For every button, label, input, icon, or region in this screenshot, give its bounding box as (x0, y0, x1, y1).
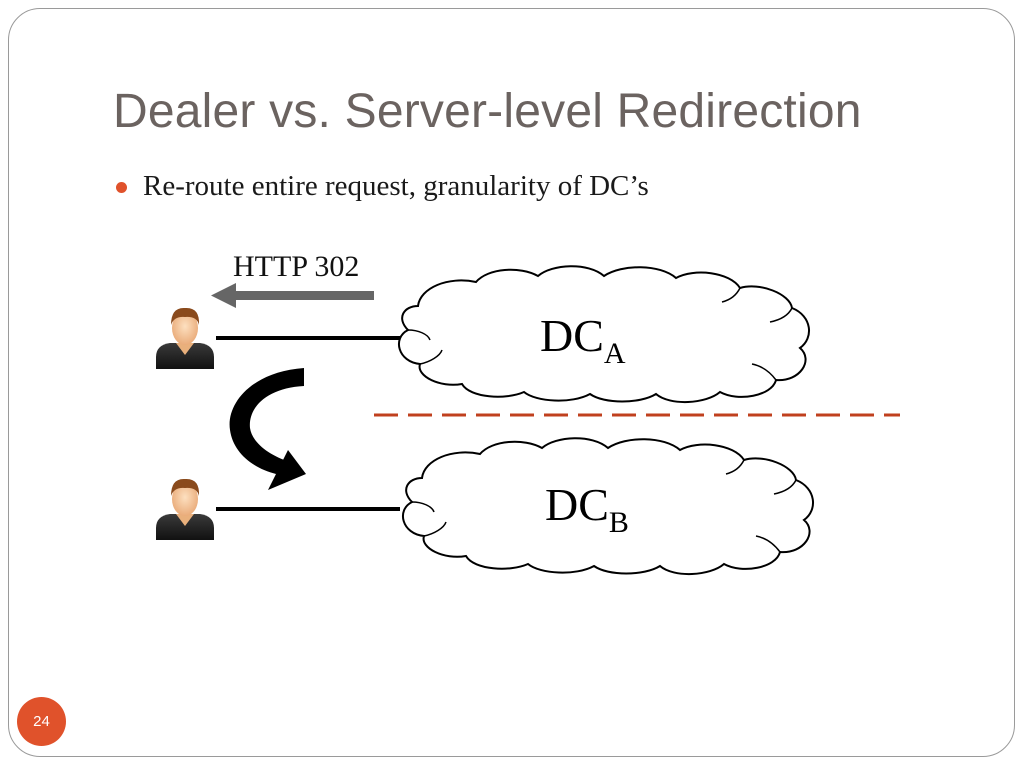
bullet-text: Re-route entire request, granularity of … (143, 170, 649, 202)
http-302-label: HTTP 302 (233, 250, 359, 283)
bullet-dot (116, 182, 127, 193)
page-number-badge: 24 (17, 697, 66, 746)
dc-b-label: DCB (545, 479, 629, 539)
curved-arrow-icon (229, 368, 306, 490)
user-a-icon (156, 307, 214, 369)
user-b-icon (156, 478, 214, 540)
slide-title: Dealer vs. Server-level Redirection (113, 85, 862, 138)
dc-a-label: DCA (540, 310, 626, 370)
redirect-arrow-icon (211, 283, 374, 308)
dc-a-cloud (398, 265, 810, 404)
dc-b-cloud (402, 437, 814, 576)
